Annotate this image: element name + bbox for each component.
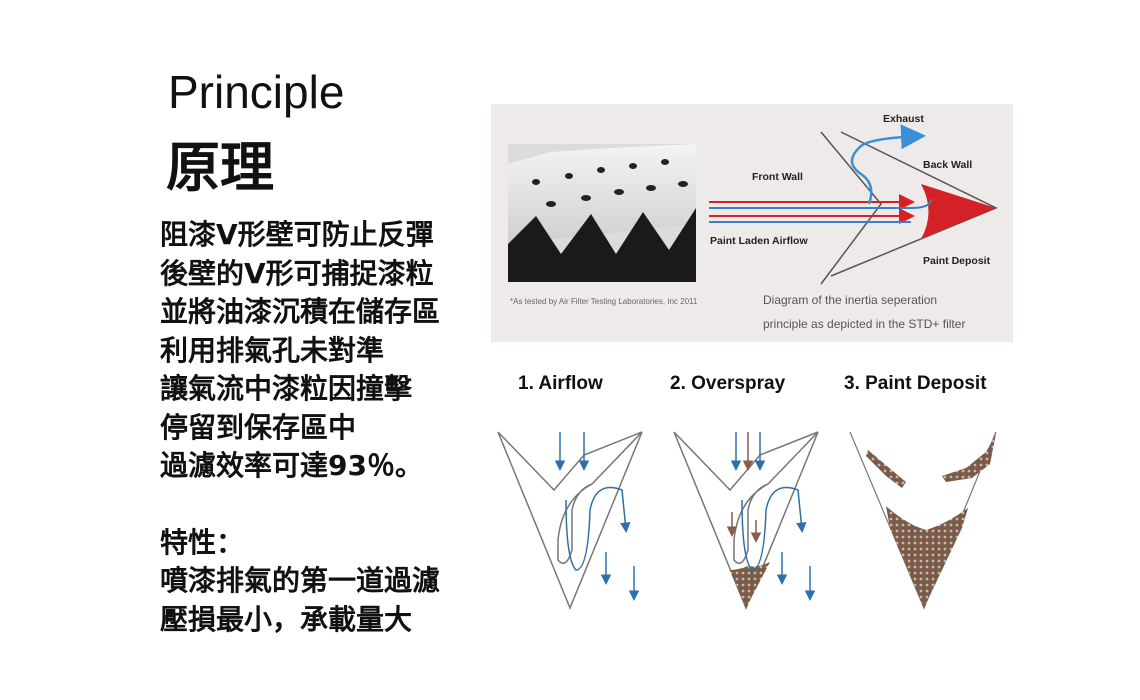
description-line: 利用排氣孔未對準 xyxy=(160,333,385,367)
step-title-paint-deposit: 3. Paint Deposit xyxy=(844,373,987,394)
description-line: 後壁的V形可捕捉漆粒 xyxy=(160,256,434,290)
filter-photo xyxy=(508,144,696,282)
description-block: 阻漆V形壁可防止反彈 後壁的V形可捕捉漆粒 並將油漆沉積在儲存區 利用排氣孔未對… xyxy=(160,216,490,639)
test-note: *As tested by Air Filter Testing Laborat… xyxy=(510,297,698,306)
deposit-mesh xyxy=(886,506,968,608)
step-title-overspray: 2. Overspray xyxy=(670,373,786,394)
description-line: 停留到保存區中 xyxy=(160,410,357,444)
label-exhaust: Exhaust xyxy=(883,113,924,125)
paint-deposit-area xyxy=(921,184,996,239)
step2-diagram xyxy=(673,431,819,610)
exhaust-arrow xyxy=(850,124,926,205)
step3-diagram xyxy=(849,431,997,610)
feature-line: 壓損最小，承載量大 xyxy=(160,602,413,636)
label-back-wall: Back Wall xyxy=(923,159,972,171)
title-chinese: 原理 xyxy=(166,136,274,199)
step1-diagram xyxy=(497,431,643,610)
label-paint-deposit: Paint Deposit xyxy=(923,255,991,267)
inertia-diagram-panel: Exhaust Back Wall Front Wall Paint Laden… xyxy=(491,104,1013,342)
description-line: 過濾效率可達93％。 xyxy=(160,449,423,482)
front-wall-shape xyxy=(820,131,882,285)
deposit-mesh xyxy=(730,562,770,608)
caption-line-1: Diagram of the inertia seperation xyxy=(763,293,937,307)
label-front-wall: Front Wall xyxy=(752,171,803,183)
step-title-airflow: 1. Airflow xyxy=(518,373,603,394)
inertia-diagram: Exhaust Back Wall Front Wall Paint Laden… xyxy=(508,113,998,331)
description-line: 讓氣流中漆粒因撞擊 xyxy=(160,372,413,405)
airflow-lines xyxy=(709,194,932,224)
label-airflow: Paint Laden Airflow xyxy=(710,235,808,247)
description-line: 阻漆V形壁可防止反彈 xyxy=(160,218,434,251)
description-line: 並將油漆沉積在儲存區 xyxy=(160,295,441,328)
caption-line-2: principle as depicted in the STD+ filter xyxy=(763,317,965,331)
features-title: 特性： xyxy=(160,525,245,559)
feature-line: 噴漆排氣的第一道過濾 xyxy=(160,564,441,597)
title-english: Principle xyxy=(168,66,345,118)
